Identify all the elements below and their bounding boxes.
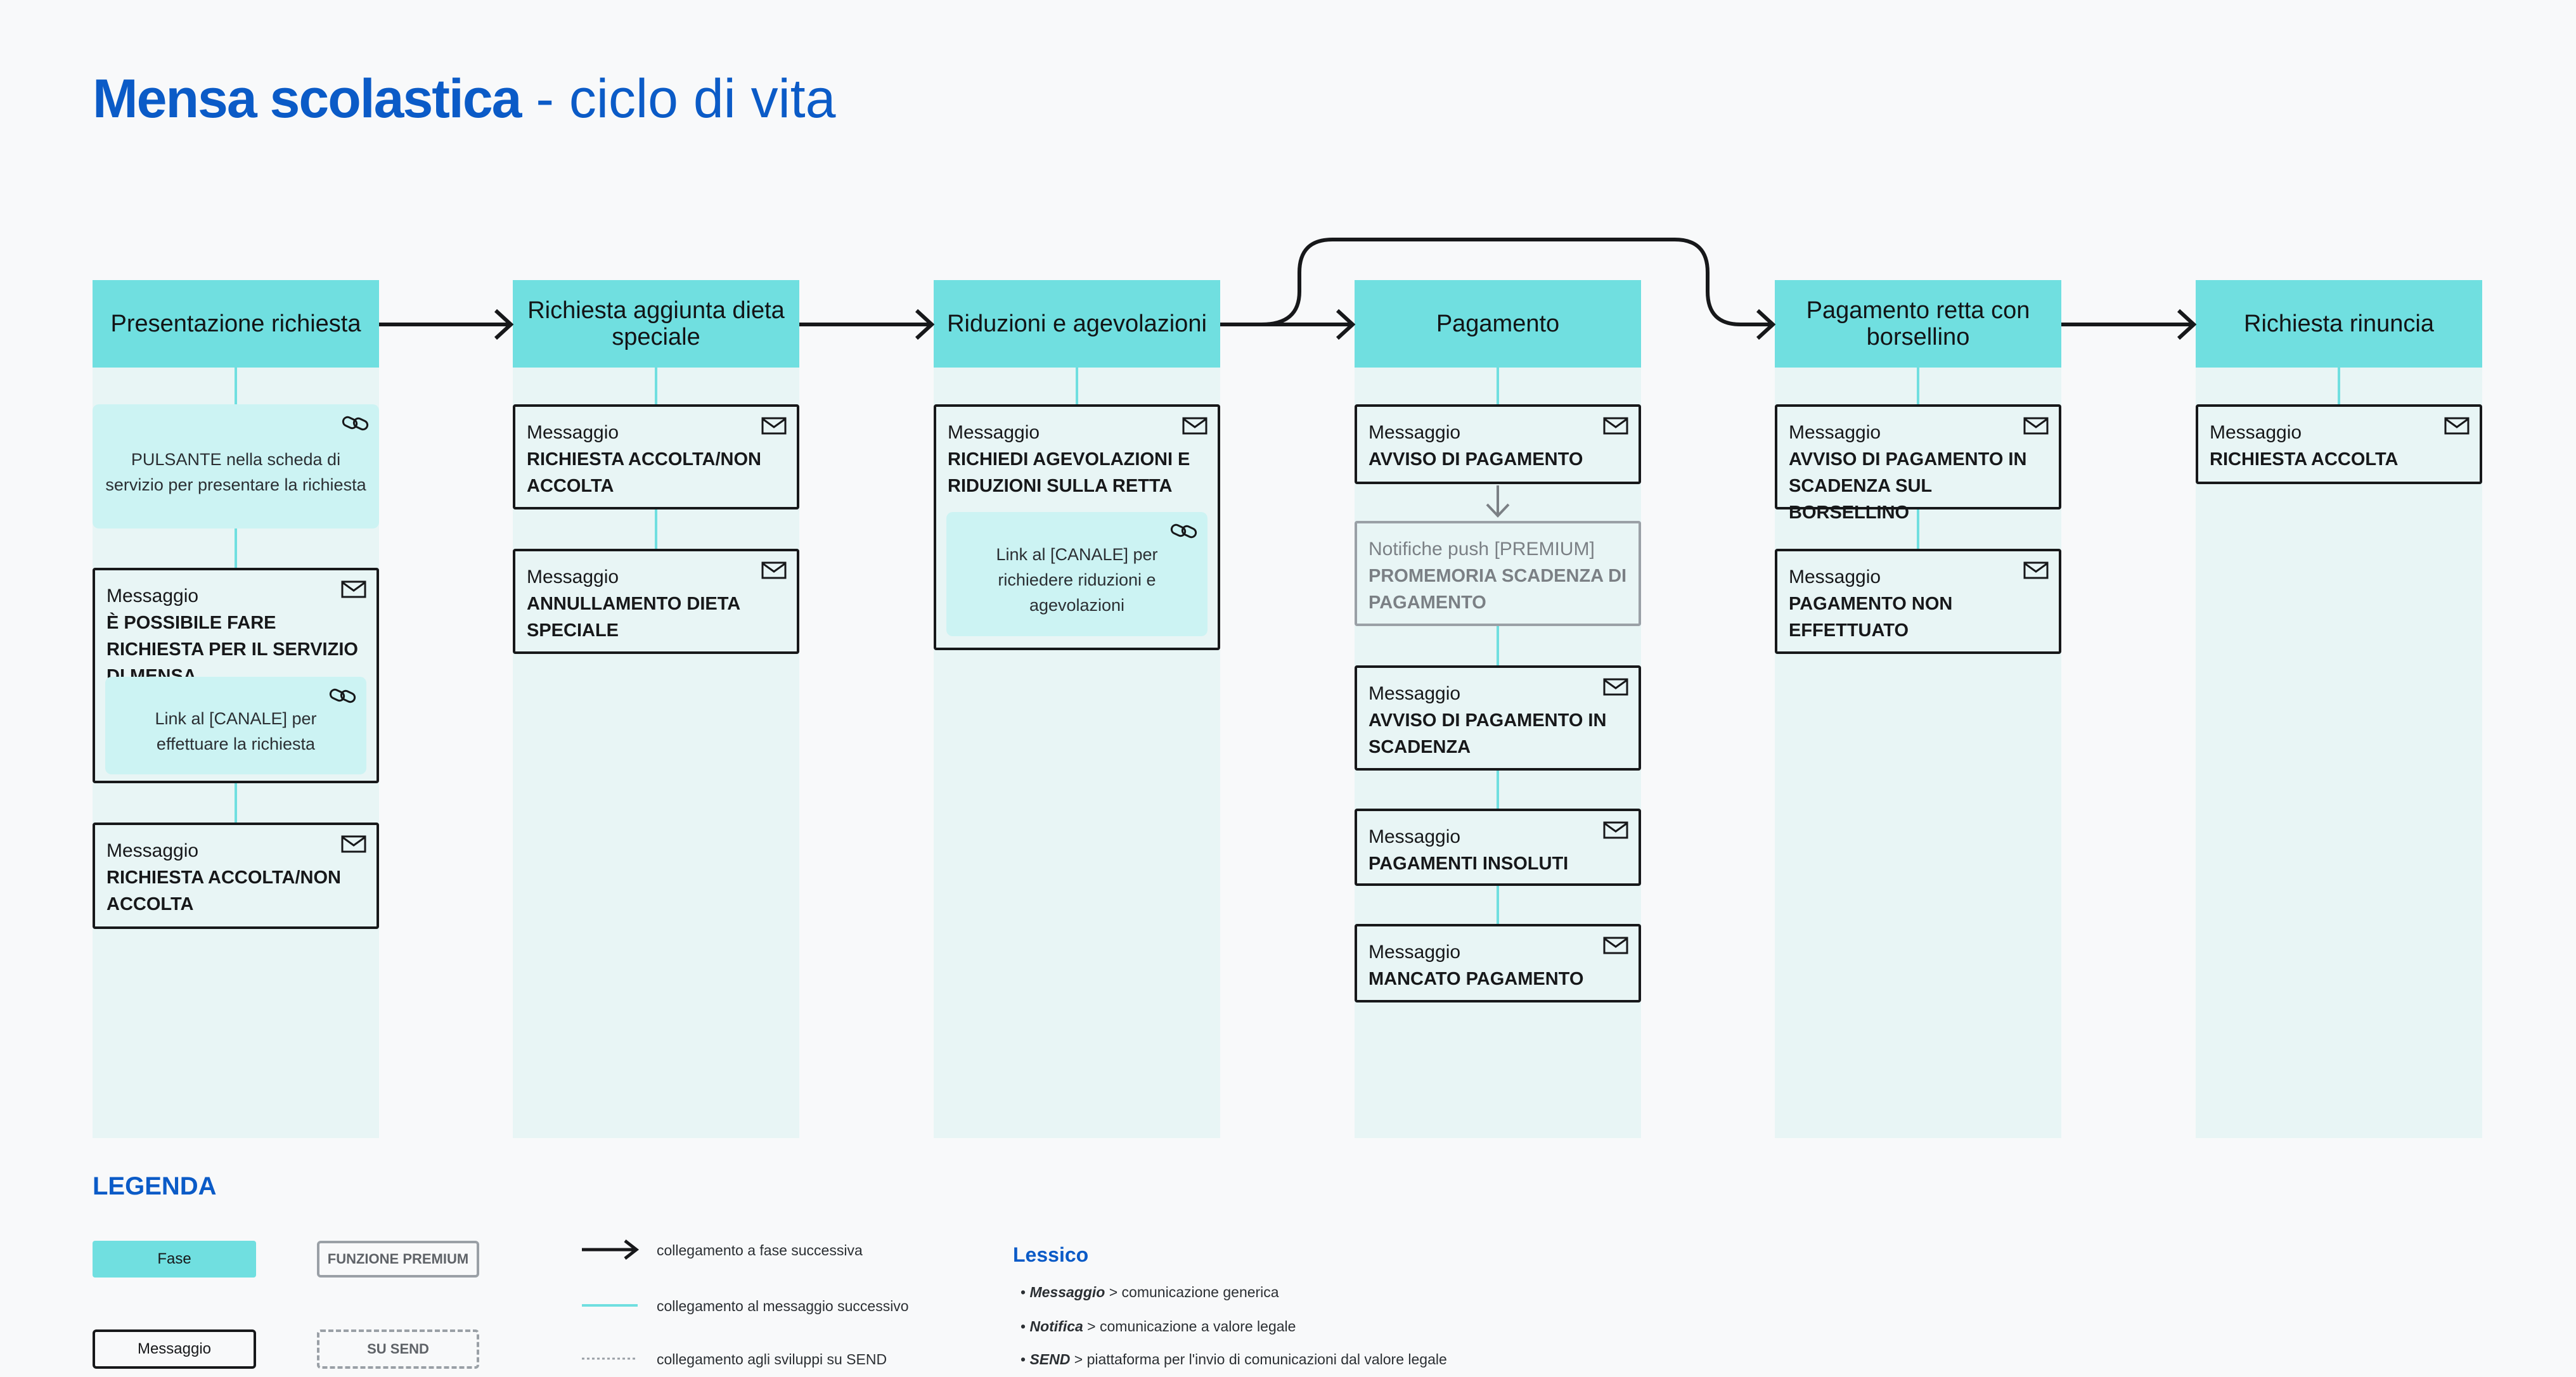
message-body: ANNULLAMENTO DIETA SPECIALE <box>527 594 740 641</box>
connector-line <box>2338 368 2340 404</box>
connector-line <box>235 528 237 568</box>
message-body: PAGAMENTO NON EFFETTUATO <box>1789 594 1953 641</box>
message-body: RICHIESTA ACCOLTA/NON ACCOLTA <box>106 868 341 914</box>
phase-richiesta-dieta-speciale: Richiesta aggiunta dieta speciale <box>513 280 799 368</box>
notification-kind: Notifiche push [PREMIUM] <box>1368 539 1595 560</box>
arrow-head <box>1756 309 1776 340</box>
phase-riduzioni-agevolazioni: Riduzioni e agevolazioni <box>934 280 1220 368</box>
arrow-head <box>915 309 935 340</box>
connector-line <box>1917 368 1919 404</box>
arrow-head <box>2177 309 2197 340</box>
message-kind: Messaggio <box>1368 942 1461 963</box>
connector-line <box>1497 368 1499 404</box>
message-kind: Messaggio <box>106 586 199 606</box>
lessico-title: Lessico <box>1013 1243 1089 1266</box>
lessico-desc: comunicazione generica <box>1121 1284 1279 1300</box>
connector-line <box>1497 626 1499 665</box>
legend-title: LEGENDA <box>93 1172 217 1200</box>
message-card: Messaggio AVVISO DI PAGAMENTO IN SCADENZ… <box>1775 404 2061 523</box>
connector-line <box>235 783 237 823</box>
connector-line <box>1076 368 1078 404</box>
lessico-term: Notifica <box>1029 1318 1083 1335</box>
message-card: Messaggio RICHIESTA ACCOLTA/NON ACCOLTA <box>93 823 379 929</box>
connector-line <box>1497 885 1499 924</box>
message-body: RICHIEDI AGEVOLAZIONI E RIDUZIONI SULLA … <box>948 449 1190 496</box>
legend-phase-swatch: Fase <box>93 1241 256 1278</box>
message-card: Messaggio ANNULLAMENTO DIETA SPECIALE <box>513 549 799 654</box>
message-card: Messaggio RICHIEDI AGEVOLAZIONI E RIDUZI… <box>934 404 1220 650</box>
message-card: Messaggio RICHIESTA ACCOLTA/NON ACCOLTA <box>513 404 799 509</box>
message-body: AVVISO DI PAGAMENTO <box>1368 449 1583 470</box>
phase-pagamento: Pagamento <box>1355 280 1641 368</box>
service-button-text: PULSANTE nella scheda di servizio per pr… <box>105 450 366 494</box>
message-card: Messaggio È POSSIBILE FARE RICHIESTA PER… <box>93 568 379 783</box>
message-kind: Messaggio <box>106 840 199 861</box>
phase-pagamento-borsellino: Pagamento retta con borsellino <box>1775 280 2061 368</box>
message-card: Messaggio MANCATO PAGAMENTO <box>1355 924 1641 1002</box>
legend-send-swatch: SU SEND <box>317 1329 479 1369</box>
phase-presentazione-richiesta: Presentazione richiesta <box>93 280 379 368</box>
message-card: Messaggio RICHIESTA ACCOLTA <box>2196 404 2482 484</box>
lessico-item: • SEND > piattaforma per l'invio di comu… <box>1021 1351 1447 1367</box>
message-kind: Messaggio <box>1368 422 1461 443</box>
message-body: AVVISO DI PAGAMENTO IN SCADENZA SUL BORS… <box>1789 449 2027 523</box>
legend-dotted-label: collegamento agli sviluppi su SEND <box>657 1351 887 1367</box>
title-main: Mensa scolastica <box>93 68 522 129</box>
legend-premium-swatch: FUNZIONE PREMIUM <box>317 1241 479 1278</box>
legend-message-swatch: Messaggio <box>93 1329 256 1369</box>
lessico-term: Messaggio <box>1029 1284 1105 1300</box>
link-text: Link al [CANALE] per richiedere riduzion… <box>996 545 1158 615</box>
connector-line <box>1917 509 1919 549</box>
message-body: AVVISO DI PAGAMENTO IN SCADENZA <box>1368 710 1607 757</box>
lessico-desc: piattaforma per l'invio di comunicazioni… <box>1086 1351 1447 1367</box>
arrow-head <box>494 309 514 340</box>
message-kind: Messaggio <box>1789 567 1881 587</box>
connector-line <box>655 368 657 404</box>
connector-line <box>235 368 237 404</box>
push-notification-card: Notifiche push [PREMIUM] PROMEMORIA SCAD… <box>1355 521 1641 626</box>
message-card: Messaggio AVVISO DI PAGAMENTO <box>1355 404 1641 484</box>
message-kind: Messaggio <box>1368 826 1461 847</box>
message-body: MANCATO PAGAMENTO <box>1368 969 1584 989</box>
legend-arrow-label: collegamento a fase successiva <box>657 1242 863 1259</box>
message-kind: Messaggio <box>527 422 619 443</box>
lessico-item: • Notifica > comunicazione a valore lega… <box>1021 1318 1296 1335</box>
message-card: Messaggio AVVISO DI PAGAMENTO IN SCADENZ… <box>1355 665 1641 771</box>
connector-line <box>655 509 657 549</box>
phase-richiesta-rinuncia: Richiesta rinuncia <box>2196 280 2482 368</box>
page-title: Mensa scolastica - ciclo di vita <box>93 61 836 137</box>
link-box[interactable]: Link al [CANALE] per richiedere riduzion… <box>946 512 1208 636</box>
lessico-term: SEND <box>1029 1351 1071 1367</box>
link-box[interactable]: Link al [CANALE] per effettuare la richi… <box>105 677 366 774</box>
message-body: PAGAMENTI INSOLUTI <box>1368 854 1569 874</box>
message-kind: Messaggio <box>948 422 1040 443</box>
message-kind: Messaggio <box>2210 422 2302 443</box>
service-button-box: PULSANTE nella scheda di servizio per pr… <box>93 404 379 528</box>
arrow-3-5-bypass <box>1261 238 1772 326</box>
lessico-item: • Messaggio > comunicazione generica <box>1021 1284 1279 1300</box>
message-kind: Messaggio <box>1789 422 1881 443</box>
lessico-desc: comunicazione a valore legale <box>1100 1318 1296 1335</box>
notification-body: PROMEMORIA SCADENZA DI PAGAMENTO <box>1368 566 1627 613</box>
title-suffix: - ciclo di vita <box>520 68 836 129</box>
message-card: Messaggio PAGAMENTI INSOLUTI <box>1355 809 1641 886</box>
arrow-head <box>1336 309 1356 340</box>
link-text: Link al [CANALE] per effettuare la richi… <box>155 709 317 753</box>
message-card: Messaggio PAGAMENTO NON EFFETTUATO <box>1775 549 2061 654</box>
message-kind: Messaggio <box>527 567 619 587</box>
connector-line <box>1497 769 1499 809</box>
message-body: RICHIESTA ACCOLTA <box>2210 449 2399 470</box>
message-kind: Messaggio <box>1368 683 1461 704</box>
arrow-head <box>1486 503 1510 518</box>
message-body: RICHIESTA ACCOLTA/NON ACCOLTA <box>527 449 761 496</box>
legend-line-label: collegamento al messaggio successivo <box>657 1298 909 1314</box>
